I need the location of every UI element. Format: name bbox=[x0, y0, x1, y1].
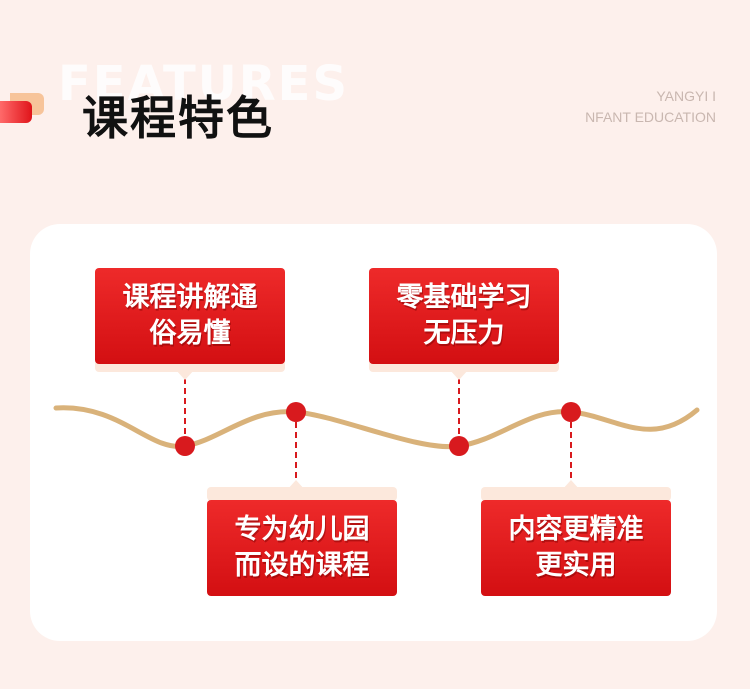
accent-tab-decoration bbox=[0, 93, 44, 127]
pointer-1 bbox=[176, 370, 194, 380]
callout-shadow bbox=[481, 487, 671, 501]
timeline-dot-1 bbox=[175, 436, 195, 456]
brand-line-2: NFANT EDUCATION bbox=[585, 109, 716, 125]
background-watermark-word: FEATURES bbox=[58, 56, 350, 112]
brand-line-1: YANGYI I bbox=[656, 88, 716, 104]
wave-line bbox=[53, 405, 700, 450]
callout-shadow bbox=[207, 487, 397, 501]
feature-callout-2: 零基础学习 无压力 bbox=[369, 268, 559, 372]
accent-tab-front bbox=[0, 101, 32, 123]
callout-line-2: 俗易懂 bbox=[149, 318, 231, 349]
callout-box: 专为幼儿园 而设的课程 bbox=[207, 500, 397, 596]
pointer-2 bbox=[450, 370, 468, 380]
timeline-dot-2 bbox=[286, 402, 306, 422]
timeline-dot-3 bbox=[449, 436, 469, 456]
callout-line-1: 专为幼儿园 bbox=[234, 514, 370, 545]
timeline-dot-4 bbox=[561, 402, 581, 422]
feature-callout-1: 课程讲解通 俗易懂 bbox=[95, 268, 285, 372]
callout-line-1: 内容更精准 bbox=[508, 514, 644, 545]
callout-line-2: 更实用 bbox=[535, 550, 617, 581]
feature-callout-4: 内容更精准 更实用 bbox=[481, 487, 671, 596]
callout-line-2: 而设的课程 bbox=[234, 550, 370, 581]
callout-box: 课程讲解通 俗易懂 bbox=[95, 268, 285, 364]
callout-line-1: 零基础学习 bbox=[396, 282, 532, 313]
feature-callout-3: 专为幼儿园 而设的课程 bbox=[207, 487, 397, 596]
callout-box: 零基础学习 无压力 bbox=[369, 268, 559, 364]
page-title: 课程特色 bbox=[82, 91, 274, 145]
callout-line-1: 课程讲解通 bbox=[122, 282, 258, 313]
brand-text: YANGYI I NFANT EDUCATION bbox=[585, 86, 716, 128]
callout-box: 内容更精准 更实用 bbox=[481, 500, 671, 596]
callout-line-2: 无压力 bbox=[423, 318, 505, 349]
